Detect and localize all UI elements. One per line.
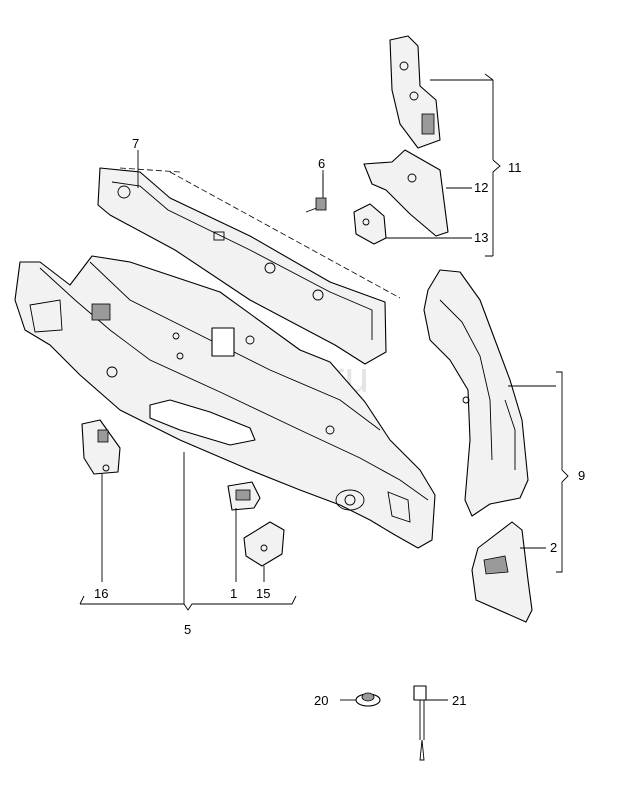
callout-7: 7 bbox=[132, 136, 139, 151]
part-2-corner-piece[interactable] bbox=[471, 521, 546, 623]
leader-lines bbox=[79, 150, 569, 701]
callout-9: 9 bbox=[578, 468, 585, 483]
part-11-bracket-assembly[interactable] bbox=[389, 35, 501, 257]
callout-16: 16 bbox=[94, 586, 108, 601]
part-20-nut[interactable] bbox=[355, 692, 381, 707]
part-16-plate[interactable] bbox=[81, 419, 121, 475]
part-15-bracket[interactable] bbox=[243, 521, 285, 567]
callout-20: 20 bbox=[314, 693, 328, 708]
part-7-upper-cross-panel[interactable] bbox=[97, 167, 401, 365]
callout-12: 12 bbox=[474, 180, 488, 195]
callout-5: 5 bbox=[184, 622, 191, 637]
part-9-side-panel[interactable] bbox=[423, 269, 529, 517]
part-1-clip[interactable] bbox=[227, 481, 261, 511]
callout-6: 6 bbox=[318, 156, 325, 171]
part-12-bracket[interactable] bbox=[363, 149, 472, 237]
callout-2: 2 bbox=[550, 540, 557, 555]
part-21-stud[interactable] bbox=[413, 685, 427, 761]
callout-11: 11 bbox=[508, 160, 522, 175]
part-5-rear-panel[interactable] bbox=[14, 255, 436, 549]
part-13-clip[interactable] bbox=[353, 203, 472, 245]
callout-15: 15 bbox=[256, 586, 270, 601]
callout-21: 21 bbox=[452, 693, 466, 708]
callout-13: 13 bbox=[474, 230, 488, 245]
callout-1: 1 bbox=[230, 586, 237, 601]
